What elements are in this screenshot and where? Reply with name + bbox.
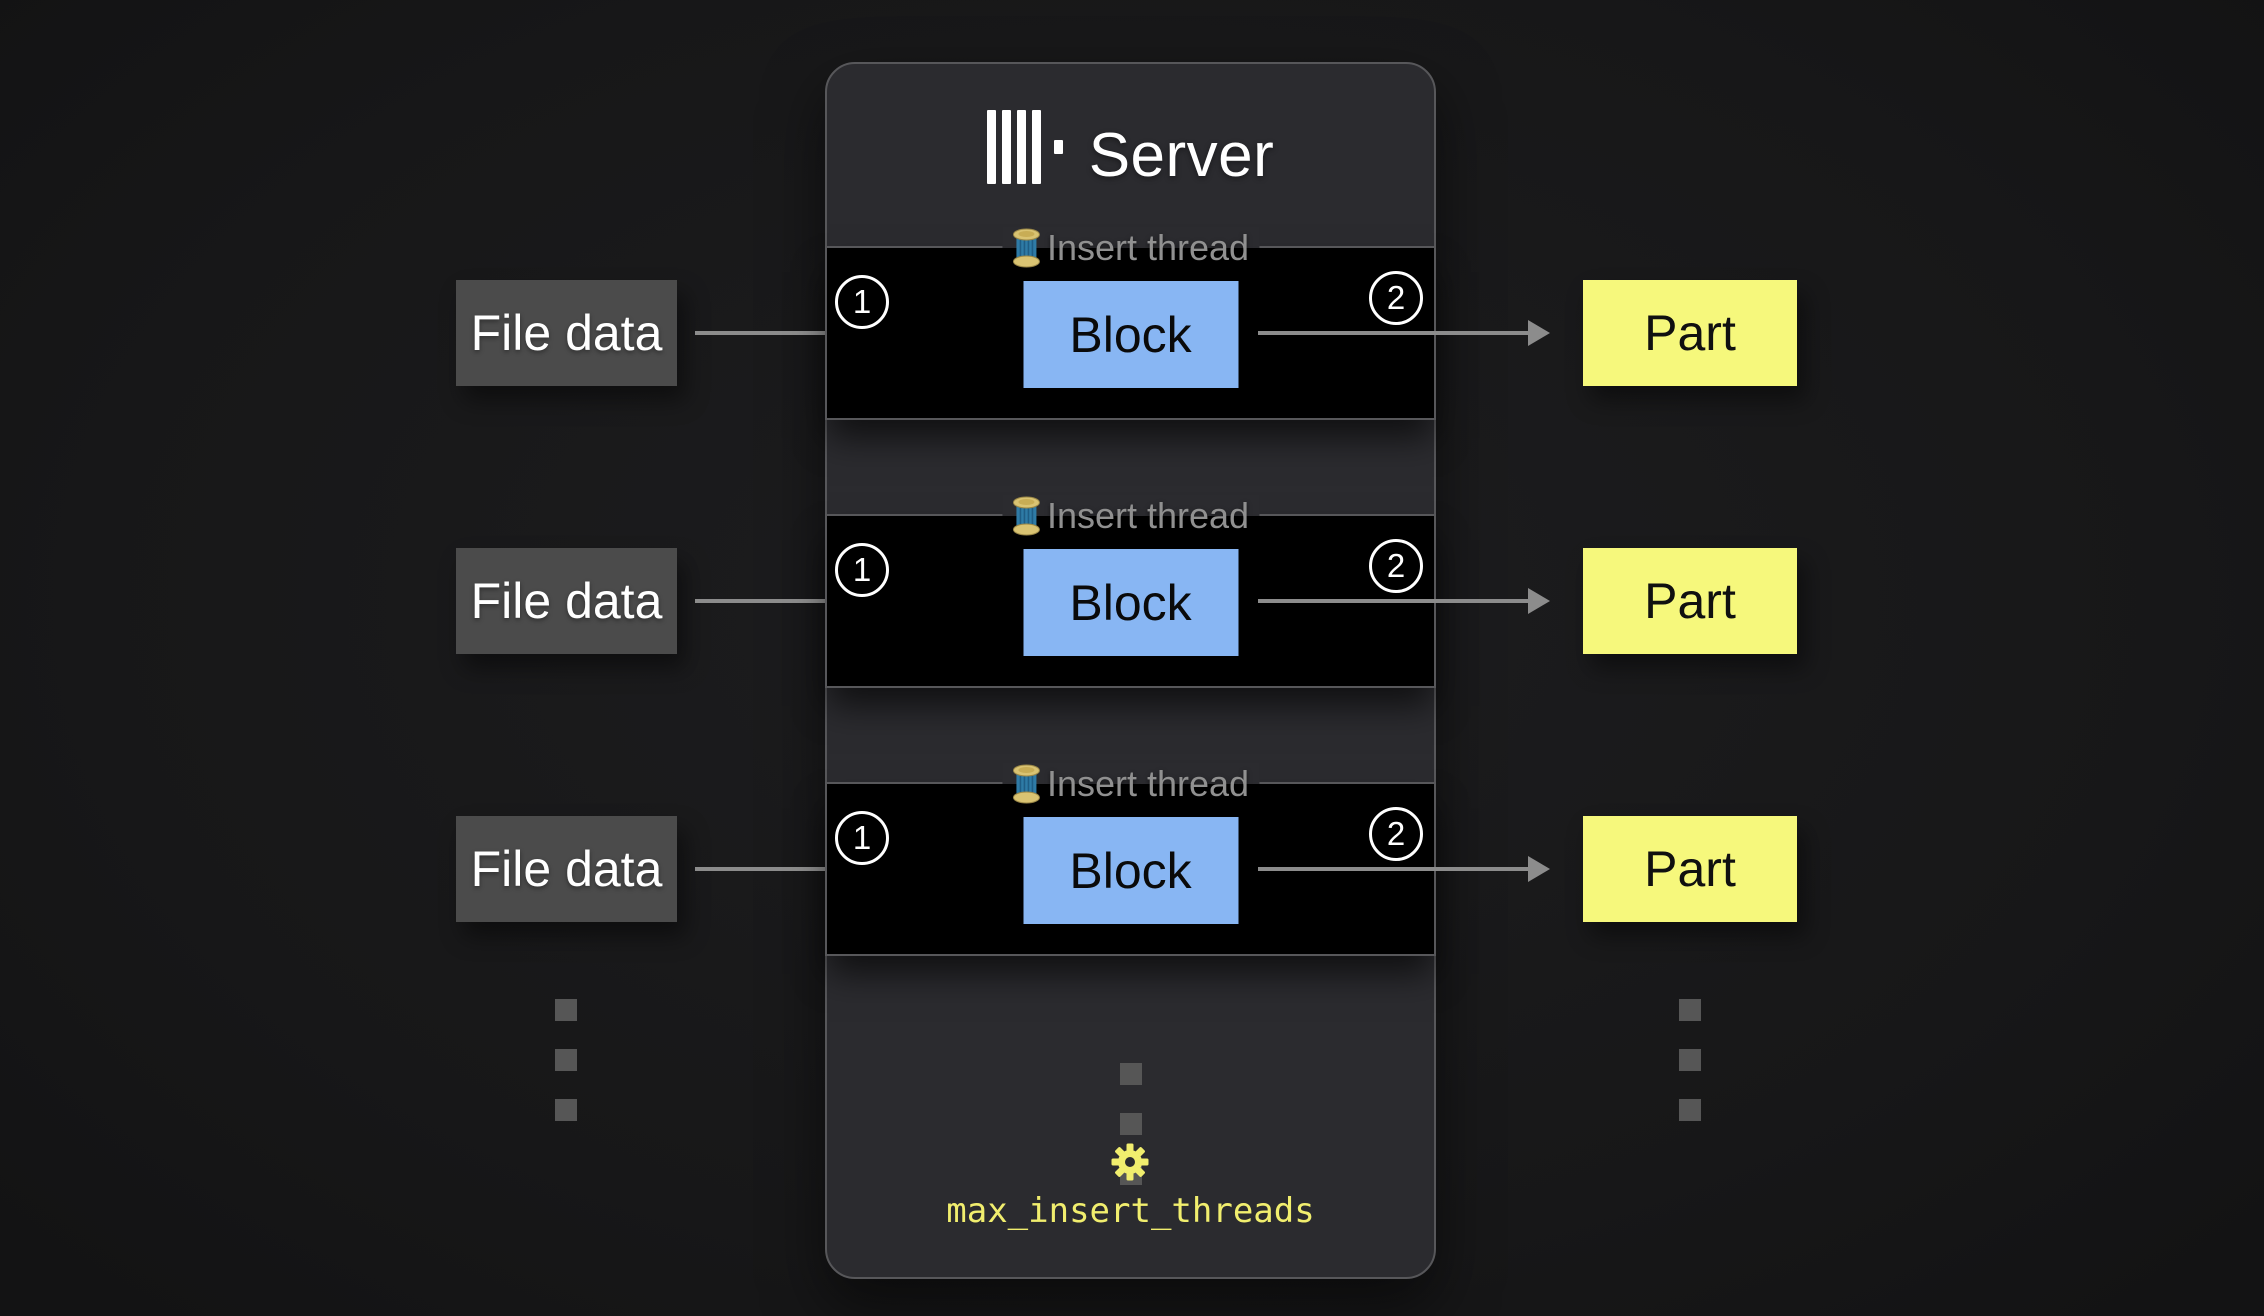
block-box: Block — [1023, 549, 1238, 656]
setting-name: max_insert_threads — [946, 1191, 1315, 1231]
ellipsis-dot — [1119, 1063, 1142, 1085]
server-title: Server — [1088, 120, 1275, 190]
arrow-block-to-part — [1258, 331, 1528, 335]
logo-bar — [1001, 110, 1011, 184]
arrow-block-to-part — [1258, 599, 1528, 603]
insert-thread-label: Insert thread — [1046, 763, 1250, 804]
logo-bar — [986, 110, 996, 184]
ellipsis-dot — [1679, 1049, 1701, 1071]
insert-thread-label: Insert thread — [1046, 495, 1250, 536]
arrowhead-icon — [1528, 320, 1550, 346]
insert-thread-legend: Insert thread — [1001, 227, 1260, 269]
arrowhead-icon — [1528, 856, 1550, 882]
step-1-badge: 1 — [835, 275, 889, 329]
step-2-badge: 2 — [1369, 539, 1423, 593]
insert-thread-label: Insert thread — [1046, 227, 1250, 268]
step-number: 2 — [1386, 815, 1406, 852]
logo-bar-short — [1053, 140, 1063, 154]
step-number: 1 — [852, 819, 872, 856]
server-header: Server — [827, 64, 1434, 246]
logo-bar — [1031, 110, 1041, 184]
ellipsis-dot — [555, 999, 577, 1021]
ellipsis-dot — [1679, 1099, 1701, 1121]
block-box: Block — [1023, 817, 1238, 924]
step-number: 1 — [852, 551, 872, 588]
step-number: 2 — [1386, 547, 1406, 584]
thread-spool-icon — [1012, 228, 1040, 268]
pipeline-row: File data Insert thread 1 2 Block — [0, 227, 2264, 420]
insert-thread-legend: Insert thread — [1001, 763, 1260, 805]
step-2-badge: 2 — [1369, 807, 1423, 861]
block-box: Block — [1023, 281, 1238, 388]
thread-spool-icon — [1012, 496, 1040, 536]
thread-spool-icon — [1012, 764, 1040, 804]
insert-thread-box: Insert thread 1 2 Block — [825, 495, 1436, 688]
clickhouse-bars-icon — [986, 110, 1063, 184]
ellipsis-dot — [1119, 1113, 1142, 1135]
ellipsis-dot — [1679, 999, 1701, 1021]
part-box: Part — [1583, 816, 1797, 922]
file-data-box: File data — [456, 548, 677, 654]
part-box: Part — [1583, 280, 1797, 386]
arrowhead-icon — [1528, 588, 1550, 614]
step-1-badge: 1 — [835, 543, 889, 597]
step-number: 2 — [1386, 279, 1406, 316]
insert-thread-box: Insert thread 1 2 Block — [825, 763, 1436, 956]
part-box: Part — [1583, 548, 1797, 654]
pipeline-row: File data Insert thread 1 2 Block — [0, 763, 2264, 956]
arrow-block-to-part — [1258, 867, 1528, 871]
step-1-badge: 1 — [835, 811, 889, 865]
ellipsis-column-file-data — [555, 999, 577, 1121]
ellipsis-dot — [555, 1099, 577, 1121]
step-number: 1 — [852, 283, 872, 320]
logo-bar — [1016, 110, 1026, 184]
file-data-box: File data — [456, 816, 677, 922]
insert-thread-box: Insert thread 1 2 Block — [825, 227, 1436, 420]
pipeline-row: File data Insert thread 1 2 Block — [0, 495, 2264, 688]
insert-thread-legend: Insert thread — [1001, 495, 1260, 537]
ellipsis-column-part — [1679, 999, 1701, 1121]
step-2-badge: 2 — [1369, 271, 1423, 325]
ellipsis-dot — [555, 1049, 577, 1071]
gear-icon — [1111, 1143, 1149, 1186]
file-data-box: File data — [456, 280, 677, 386]
